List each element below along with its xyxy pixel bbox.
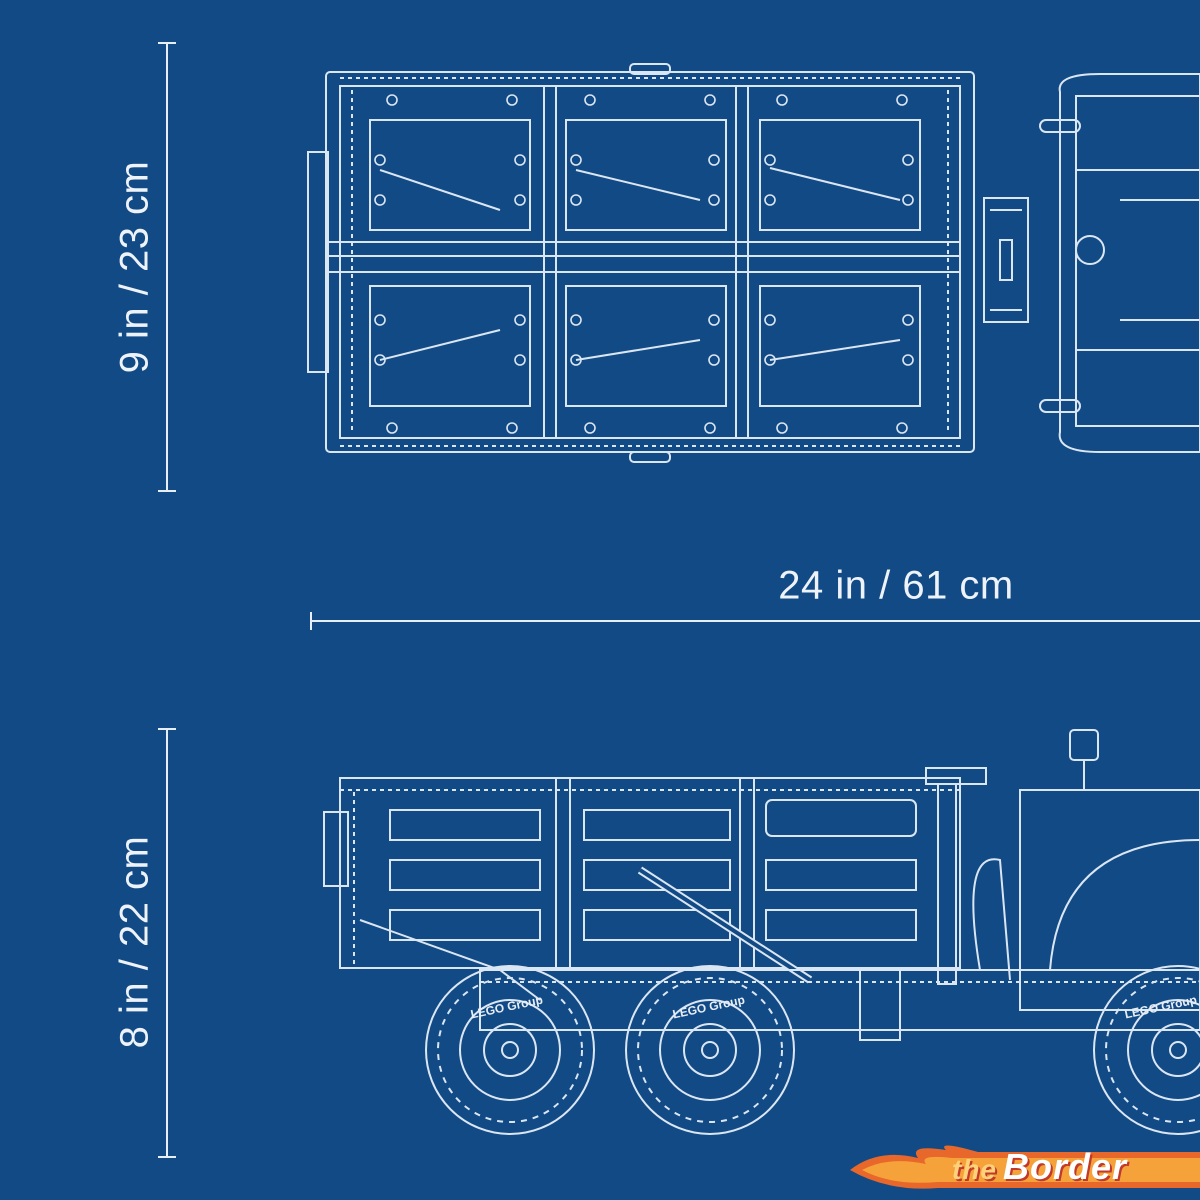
side-view-height-dimension-line [158,728,176,1158]
side-view-blueprint [323,729,1200,1135]
top-view-width-label: 9 in / 23 cm [112,160,157,374]
watermark-name: Border [1003,1146,1128,1187]
top-view-width-dimension-line [158,42,176,492]
watermark-prefix: the [952,1154,997,1185]
wheel-front [1093,965,1200,1135]
side-view-height-label: 8 in / 22 cm [112,835,157,1049]
top-view-blueprint [307,63,1200,463]
length-dimension-line [310,612,1200,630]
length-label: 24 in / 61 cm [778,563,1014,608]
wheel-rear-1 [425,965,595,1135]
wheel-rear-2 [625,965,795,1135]
watermark-flame-logo [850,1145,1200,1189]
